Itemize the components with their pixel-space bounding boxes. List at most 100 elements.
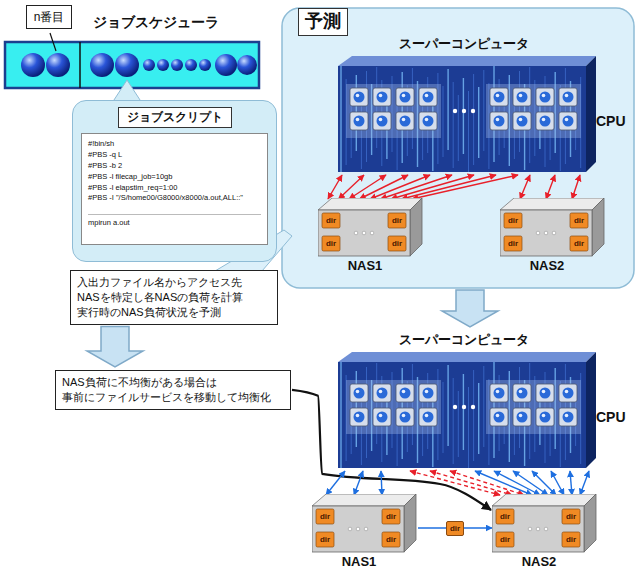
file-icon	[388, 236, 406, 251]
cpu-highlight	[356, 118, 360, 122]
nas-unit: dirdirdirdirNAS1	[312, 494, 418, 574]
file-icon-label: dir	[323, 237, 339, 250]
cpu-chip	[513, 408, 531, 426]
job-ball	[157, 59, 169, 71]
connector	[326, 471, 382, 495]
cpu-core	[423, 92, 434, 103]
connector-line	[572, 175, 580, 199]
file-icon	[496, 509, 514, 524]
nas-label: NAS2	[492, 554, 586, 570]
nas-art	[500, 198, 606, 258]
machine-top	[338, 56, 596, 66]
script-line: mpirun a.out	[88, 214, 261, 229]
file-icon-label: dir	[505, 214, 521, 227]
cpu-highlight	[565, 390, 569, 394]
stripe	[453, 378, 454, 464]
stripe	[443, 86, 444, 157]
connector-line	[513, 471, 548, 495]
cpu-chip	[396, 112, 414, 130]
file-icon-label: dir	[317, 510, 333, 523]
machine-front	[338, 66, 586, 172]
cpu-core	[377, 412, 388, 423]
cpu-core	[494, 388, 505, 399]
stripe	[340, 362, 341, 468]
cpu-core	[354, 412, 365, 423]
nas-unit: dirdirdirdirNAS1	[318, 198, 424, 278]
ellipsis-dot	[370, 231, 374, 235]
file-icon-label: dir	[571, 214, 587, 227]
cpu-chip	[373, 88, 391, 106]
cpu-highlight	[402, 414, 406, 418]
cpu-chip	[350, 408, 368, 426]
cpu-core	[400, 388, 411, 399]
note-text: n番目	[31, 9, 67, 25]
machine-top	[338, 352, 596, 362]
cpu-highlight	[425, 414, 429, 418]
cpu-chip	[419, 408, 437, 426]
ellipsis-dot	[356, 527, 360, 531]
script-line: #PBS -I "/S/home00/G8000/x8000/a.out,ALL…	[88, 193, 261, 204]
file-icon-label: dir	[389, 237, 405, 250]
scheduler-queue	[5, 42, 259, 88]
stripe	[468, 387, 469, 468]
stripe	[473, 370, 474, 461]
file-icon-label: dir	[571, 237, 587, 250]
cpu-highlight	[356, 94, 360, 98]
cpu-highlight	[425, 94, 429, 98]
connector-line	[391, 175, 474, 199]
connector-line	[402, 175, 497, 199]
cpu-label: CPU	[596, 112, 626, 130]
script-line: #PBS -q L	[88, 150, 261, 161]
cpu-core	[423, 412, 434, 423]
stripe	[458, 391, 459, 457]
leader-line	[50, 33, 56, 51]
connector	[442, 290, 498, 327]
cpu-core	[354, 92, 365, 103]
cpu-chip	[559, 88, 577, 106]
machine-side	[586, 56, 596, 172]
note-text: 入出力ファイル名からアクセス先 NASを特定し各NASの負荷を計算 実行時のNA…	[77, 275, 271, 320]
cpu-highlight	[496, 390, 500, 394]
cpu-label: CPU	[596, 408, 626, 426]
machine-side	[586, 352, 596, 468]
connector-line	[326, 471, 345, 495]
file-icon-label: dir	[497, 533, 513, 546]
cpu-core	[540, 388, 551, 399]
file-icon-label: dir	[497, 510, 513, 523]
connector-line	[450, 471, 524, 495]
nas-top	[312, 494, 416, 506]
supercomputer-art	[330, 54, 598, 174]
cpu-core	[400, 92, 411, 103]
cpu-highlight	[519, 390, 523, 394]
nas-art	[492, 494, 598, 554]
script-line: #PBS -l filecap_job=10gb	[88, 172, 261, 183]
cpu-highlight	[496, 118, 500, 122]
cpu-core	[563, 116, 574, 127]
nas-side	[410, 198, 422, 256]
chip-panel	[486, 84, 581, 138]
cpu-chip	[396, 408, 414, 426]
callout-box: n番目	[26, 5, 72, 29]
job-balls	[21, 53, 257, 77]
file-icon	[322, 213, 340, 228]
nas-label: NAS1	[312, 554, 406, 570]
connector	[520, 175, 580, 199]
cpu-highlight	[379, 94, 383, 98]
nas-unit: dirdirdirdirNAS2	[492, 494, 598, 574]
stripe	[473, 74, 474, 165]
cpu-highlight	[402, 118, 406, 122]
prediction-region	[282, 8, 634, 288]
stripe	[453, 82, 454, 168]
cpu-chip	[536, 88, 554, 106]
cpu-chip	[536, 384, 554, 402]
cpu-chip	[350, 88, 368, 106]
cpu-chip	[559, 112, 577, 130]
cpu-core	[517, 116, 528, 127]
cpu-chip	[396, 88, 414, 106]
cpu-core	[377, 388, 388, 399]
script-line: #PBS -l elapstim_req=1:00	[88, 183, 261, 194]
cpu-highlight	[496, 414, 500, 418]
cpu-highlight	[565, 94, 569, 98]
cpu-chip	[419, 384, 437, 402]
cpu-chip	[490, 384, 508, 402]
